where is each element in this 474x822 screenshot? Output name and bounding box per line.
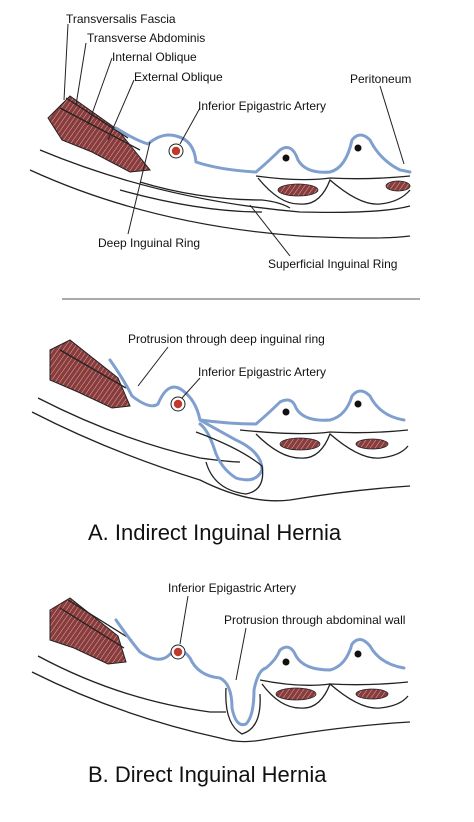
label-protrusion-abdominal-wall: Protrusion through abdominal wall (224, 613, 405, 627)
peritoneum-line (198, 389, 406, 426)
bowel-dot (282, 154, 290, 162)
wall-line (37, 655, 226, 713)
leader-line (249, 204, 291, 257)
wall-line (59, 349, 127, 389)
leader-line (107, 79, 135, 141)
artery-lumen (171, 146, 181, 156)
label-inferior-epigastric: Inferior Epigastric Artery (168, 581, 296, 595)
leader-line (87, 57, 113, 126)
caption-indirect-hernia: A. Indirect Inguinal Hernia (88, 520, 342, 545)
leader-line (181, 377, 201, 399)
muscle-layer (47, 95, 151, 173)
wall-line (67, 599, 133, 641)
leader-line (235, 627, 247, 681)
leader-line (137, 346, 169, 387)
transversus-line (59, 107, 141, 151)
sac-outline (225, 687, 261, 735)
bowel-muscle-1 (275, 687, 317, 701)
caption-direct-hernia: B. Direct Inguinal Hernia (88, 762, 327, 787)
bowel-muscle-1 (277, 183, 319, 197)
peritoneum-line (108, 358, 264, 482)
label-transverse-abdominis: Transverse Abdominis (87, 31, 205, 45)
bowel-muscle-2 (355, 688, 389, 700)
bowel-dot (282, 658, 290, 666)
peritoneum-line (114, 126, 412, 174)
leader-line (75, 42, 87, 106)
bowel-dot (282, 408, 290, 416)
outer-wall-line (29, 169, 411, 239)
leader-line (127, 141, 151, 235)
muscle-layer (49, 597, 127, 665)
panel-b: Inferior Epigastric Artery Protrusion th… (31, 581, 411, 787)
leader-line (63, 23, 69, 101)
deep-wall-line (39, 149, 411, 214)
label-inferior-epigastric: Inferior Epigastric Artery (198, 365, 326, 379)
muscle-layer (49, 339, 131, 409)
bowel-dot (354, 144, 362, 152)
inguinal-canal-lower (119, 189, 263, 213)
wall-line (59, 607, 125, 649)
bowel-muscle-2 (385, 180, 411, 192)
panel-top: Transversalis Fascia Transverse Abdomini… (29, 12, 412, 271)
wall-line (37, 397, 241, 463)
leader-line (379, 85, 405, 165)
label-superficial-inguinal-ring: Superficial Inguinal Ring (268, 257, 397, 271)
outer-wall-line (31, 671, 411, 743)
leader-line (179, 107, 201, 145)
label-internal-oblique: Internal Oblique (112, 50, 197, 64)
sac-outline (195, 431, 264, 495)
bowel-wall-lower (255, 432, 409, 459)
label-deep-inguinal-ring: Deep Inguinal Ring (98, 236, 200, 250)
panel-a: Protrusion through deep inguinal ring In… (31, 332, 411, 545)
bowel-muscle-1 (279, 437, 321, 451)
label-transversalis-fascia: Transversalis Fascia (66, 12, 176, 26)
bowel-dot (354, 400, 362, 408)
bowel-wall-lower (261, 682, 409, 709)
label-protrusion-deep-ring: Protrusion through deep inguinal ring (128, 332, 325, 346)
leader-line (179, 595, 189, 645)
artery-lumen (173, 399, 183, 409)
outer-wall-line (31, 411, 411, 502)
artery-lumen (173, 647, 183, 657)
bowel-dot (354, 650, 362, 658)
bowel-muscle-2 (355, 438, 389, 450)
bowel-wall (239, 429, 409, 435)
label-inferior-epigastric: Inferior Epigastric Artery (198, 99, 326, 113)
bowel-wall (259, 679, 409, 686)
bowel-wall (255, 175, 411, 181)
label-external-oblique: External Oblique (134, 70, 223, 84)
label-peritoneum: Peritoneum (350, 72, 411, 86)
inguinal-canal (139, 181, 291, 209)
bowel-wall-lower (257, 177, 411, 205)
